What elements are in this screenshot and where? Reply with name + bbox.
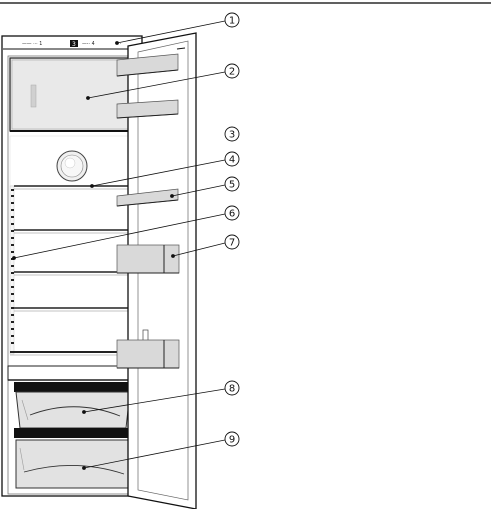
callout-2: 2 bbox=[225, 64, 239, 78]
freezer-handle bbox=[31, 85, 36, 107]
callout-5: 5 bbox=[225, 177, 239, 191]
callout-label-3: 3 bbox=[229, 130, 235, 141]
callout-9: 9 bbox=[225, 432, 239, 446]
callout-label-9: 9 bbox=[229, 435, 235, 446]
callout-label-7: 7 bbox=[229, 238, 235, 249]
control-panel-center-text: —-· 4 bbox=[82, 41, 95, 47]
callout-3: 3 bbox=[225, 127, 239, 141]
door-bin-upper bbox=[117, 245, 179, 273]
control-panel-digit: 3 bbox=[72, 41, 76, 48]
callout-4: 4 bbox=[225, 152, 239, 166]
crisper-drawer-lower bbox=[16, 440, 130, 488]
callout-8: 8 bbox=[225, 381, 239, 395]
callout-label-8: 8 bbox=[229, 384, 235, 395]
callout-7: 7 bbox=[225, 235, 239, 249]
freezer-compartment bbox=[10, 58, 134, 131]
crisper-drawer-upper bbox=[14, 382, 132, 438]
callout-label-2: 2 bbox=[229, 67, 235, 78]
callout-1: 1 bbox=[225, 13, 239, 27]
callout-label-6: 6 bbox=[229, 209, 235, 220]
door-bin-lower bbox=[117, 340, 179, 368]
interior-light bbox=[10, 136, 134, 186]
callout-6: 6 bbox=[225, 206, 239, 220]
shelf-supports-left bbox=[10, 186, 14, 354]
callout-label-5: 5 bbox=[229, 180, 235, 191]
callout-label-1: 1 bbox=[229, 16, 235, 27]
callout-label-4: 4 bbox=[229, 155, 235, 166]
control-panel-left-text: —— ··· 1 bbox=[22, 41, 42, 47]
